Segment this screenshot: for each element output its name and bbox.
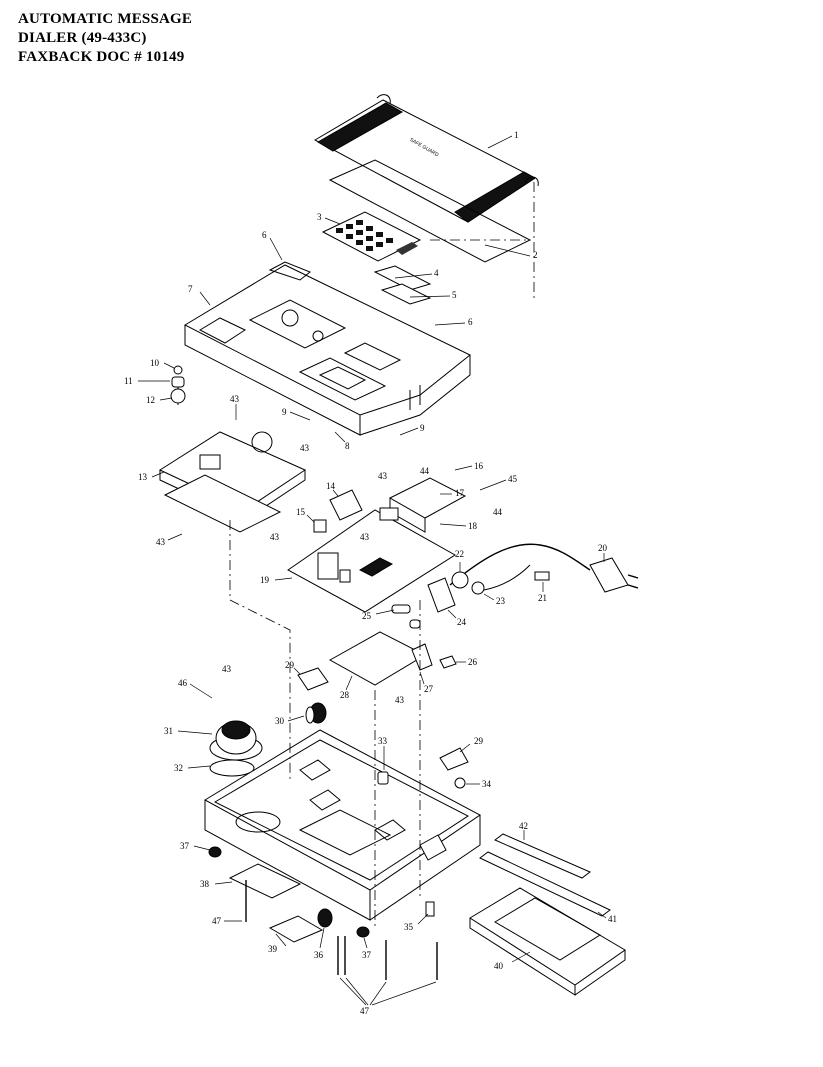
jack-assembly xyxy=(427,564,550,613)
bottom-label xyxy=(228,863,302,899)
callout-17: 17 xyxy=(455,488,465,498)
speaker xyxy=(209,720,263,777)
main-circuit-board xyxy=(287,489,456,613)
callout-27: 27 xyxy=(424,684,434,694)
callout-46: 46 xyxy=(178,678,188,688)
callout-40: 40 xyxy=(494,961,504,971)
callout-24: 24 xyxy=(457,617,467,627)
window-lens xyxy=(380,283,432,305)
callout-43-d: 43 xyxy=(378,471,388,481)
callout-43-g: 43 xyxy=(395,695,405,705)
callout-44-right: 44 xyxy=(493,507,503,517)
callout-13: 13 xyxy=(138,472,148,482)
callout-43-b: 43 xyxy=(300,443,310,453)
callout-25: 25 xyxy=(362,611,372,621)
callout-7: 7 xyxy=(188,284,193,294)
callout-43-a: 43 xyxy=(230,394,240,404)
foam-strip-lower xyxy=(479,851,611,917)
foam-strip-upper xyxy=(494,833,591,879)
rubber-foot-right xyxy=(356,926,370,938)
callout-28: 28 xyxy=(340,690,350,700)
part-callouts: 1 2 3 4 5 6 6 7 8 9 9 10 11 12 13 14 15 xyxy=(124,130,617,1016)
callout-10: 10 xyxy=(150,358,160,368)
callout-37-left: 37 xyxy=(180,841,190,851)
callout-29-left: 29 xyxy=(285,660,295,670)
callout-6-top: 6 xyxy=(262,230,267,240)
callout-9-left: 9 xyxy=(282,407,287,417)
power-cord-plug xyxy=(449,543,639,593)
callout-36: 36 xyxy=(314,950,324,960)
callout-31: 31 xyxy=(164,726,173,736)
keypad xyxy=(321,211,422,262)
callout-6-right: 6 xyxy=(468,317,473,327)
callout-30: 30 xyxy=(275,716,285,726)
callout-38: 38 xyxy=(200,879,210,889)
callout-19: 19 xyxy=(260,575,270,585)
callout-43-e: 43 xyxy=(270,532,280,542)
document-header: AUTOMATIC MESSAGE DIALER (49-433C) FAXBA… xyxy=(18,10,192,67)
callout-9-right: 9 xyxy=(420,423,425,433)
callout-26: 26 xyxy=(468,657,478,667)
callout-15: 15 xyxy=(296,507,306,517)
callout-47-bottom: 47 xyxy=(360,1006,370,1016)
callout-4: 4 xyxy=(434,268,439,278)
top-housing xyxy=(183,261,471,436)
fuse xyxy=(391,604,421,629)
coil xyxy=(305,702,327,724)
secondary-board xyxy=(328,631,457,686)
callout-43-c: 43 xyxy=(156,537,166,547)
spacer xyxy=(377,771,466,789)
callout-29-right: 29 xyxy=(474,736,484,746)
callout-3: 3 xyxy=(317,212,322,222)
callout-20: 20 xyxy=(598,543,608,553)
callout-14: 14 xyxy=(326,481,336,491)
callout-42: 42 xyxy=(519,821,528,831)
callout-1: 1 xyxy=(514,130,519,140)
callout-43-h: 43 xyxy=(222,664,232,674)
callout-32: 32 xyxy=(174,763,183,773)
callout-34: 34 xyxy=(482,779,492,789)
bottom-housing xyxy=(203,729,481,921)
callout-16: 16 xyxy=(474,461,484,471)
connector-block xyxy=(379,477,467,533)
window-strip xyxy=(373,265,432,291)
callout-37-right: 37 xyxy=(362,950,372,960)
callout-22: 22 xyxy=(455,549,464,559)
adjust-knob-assembly xyxy=(170,365,186,405)
callout-5: 5 xyxy=(452,290,457,300)
model-label xyxy=(268,915,324,943)
callout-12: 12 xyxy=(146,395,155,405)
callout-8: 8 xyxy=(345,441,350,451)
top-cover: SAFE GUARD xyxy=(313,94,539,223)
shield-plate-left xyxy=(297,667,329,691)
callout-23: 23 xyxy=(496,596,506,606)
callout-41: 41 xyxy=(608,914,617,924)
ground-clip xyxy=(425,901,435,917)
header-title-line-3: FAXBACK DOC # 10149 xyxy=(18,49,185,65)
callout-2: 2 xyxy=(533,250,538,260)
header-title-line-2: DIALER (49-433C) xyxy=(18,30,147,46)
callout-33: 33 xyxy=(378,736,388,746)
callout-47-left: 47 xyxy=(212,916,222,926)
long-screws xyxy=(245,880,438,980)
header-title-line-1: AUTOMATIC MESSAGE xyxy=(18,11,193,27)
cassette-mechanism xyxy=(158,431,307,533)
callout-35: 35 xyxy=(404,922,414,932)
shield-plate-right xyxy=(439,747,469,771)
rubber-foot-left xyxy=(208,846,222,858)
callout-45: 45 xyxy=(508,474,518,484)
gasket-sheet xyxy=(328,159,532,263)
battery-tray xyxy=(469,887,626,996)
volume-knob xyxy=(317,908,333,928)
callout-21: 21 xyxy=(538,593,547,603)
callout-11: 11 xyxy=(124,376,133,386)
callout-44-top: 44 xyxy=(420,466,430,476)
callout-18: 18 xyxy=(468,521,478,531)
callout-43-f: 43 xyxy=(360,532,370,542)
alignment-line-2 xyxy=(229,520,291,780)
callout-39: 39 xyxy=(268,944,278,954)
